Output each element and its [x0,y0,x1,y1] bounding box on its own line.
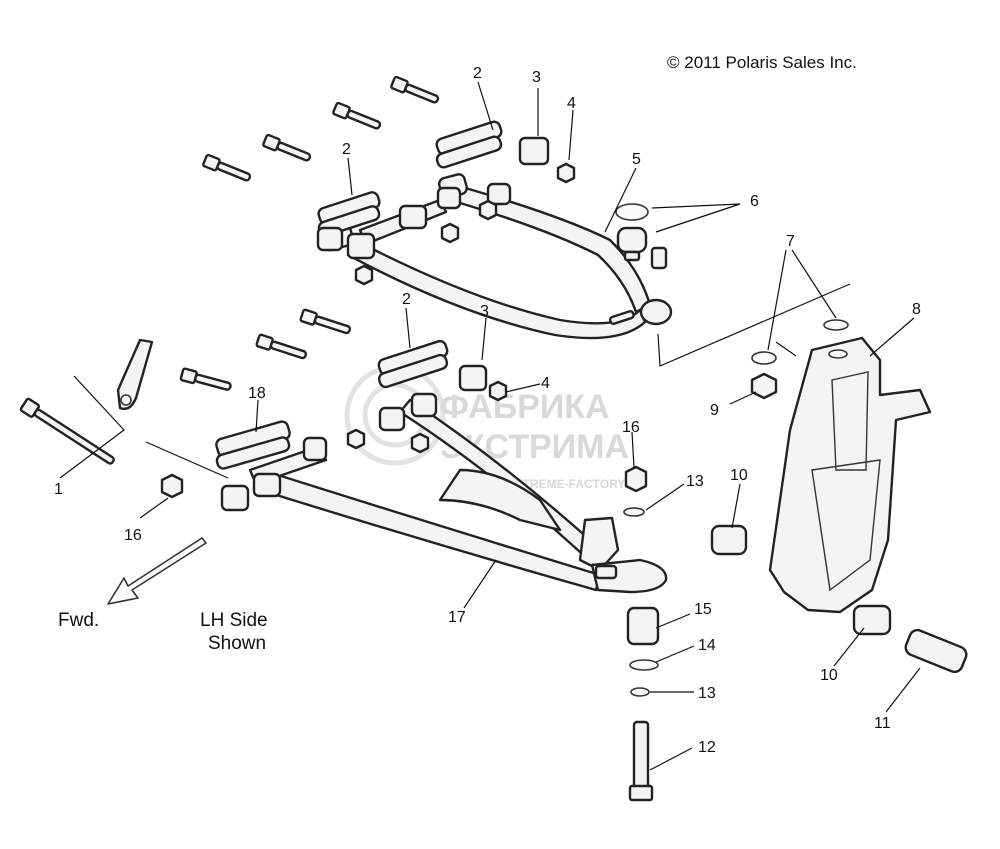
lower-bushings [220,364,488,512]
bolt-upper-3 [332,101,382,130]
callout-5: 5 [632,151,641,168]
callout-3-upper: 3 [532,69,541,86]
callout-6: 6 [750,193,759,210]
bolt-upper-4 [390,75,440,104]
upper-nuts [354,162,576,286]
callout-13-lower: 13 [698,685,716,702]
bolt-lower-1 [179,367,232,391]
callouts: 1 2 2 2 3 3 4 4 5 6 7 8 9 10 10 11 12 13… [54,65,921,756]
callout-13-upper: 13 [686,473,704,490]
knuckle-hardware [750,319,849,400]
leader-lines [59,81,921,771]
callout-17: 17 [448,609,466,626]
callout-4-upper: 4 [567,95,576,112]
steering-knuckle [768,336,932,614]
callout-9: 9 [710,402,719,419]
long-bolt-1 [19,397,115,465]
callout-2-upper-rear: 2 [473,65,482,82]
callout-4-lower: 4 [541,375,550,392]
callout-18: 18 [248,385,266,402]
callout-3-lower: 3 [480,303,489,320]
watermark-line1: ФАБРИКА [440,388,610,426]
callout-12: 12 [698,739,716,756]
side-shown-label-line1: LH Side [200,610,268,631]
callout-16-left: 16 [124,527,142,544]
lower-bolts [19,308,352,465]
callout-7: 7 [786,233,795,250]
callout-15: 15 [694,601,712,618]
lower-ball-joint-stack [623,507,660,802]
callout-11: 11 [874,715,891,732]
callout-16-right: 16 [622,419,640,436]
upper-bolts [202,75,440,182]
bolt-lower-2 [255,333,308,360]
lower-a-arm [248,398,668,594]
bolt-upper-1 [202,153,252,182]
callout-2-lower: 2 [402,291,411,308]
bolt-lower-3 [299,308,352,335]
upper-bushings [316,136,550,260]
copyright-notice: © 2011 Polaris Sales Inc. [667,53,857,72]
ball-joint [615,203,668,270]
lower-nuts [160,380,648,499]
callout-2-upper-front: 2 [342,141,351,158]
forward-arrow [107,537,207,605]
callout-8: 8 [912,301,921,318]
forward-label: Fwd. [58,610,99,631]
callout-10-upper: 10 [730,467,748,484]
callout-10-lower: 10 [820,667,838,684]
knuckle-bushings [710,524,968,674]
stabilizer-link [116,338,154,411]
callout-1: 1 [54,481,63,498]
bolt-upper-2 [262,133,312,162]
side-shown-label-line2: Shown [208,633,266,654]
lower-brackets [215,339,449,470]
callout-14: 14 [698,637,716,654]
